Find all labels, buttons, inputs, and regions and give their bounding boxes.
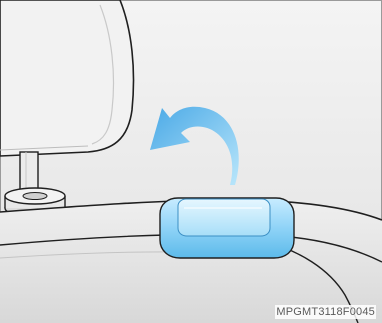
fold-release-button xyxy=(160,198,294,258)
figure-code-label: MPGMT3118F0045 xyxy=(275,305,376,319)
headrest xyxy=(0,0,134,156)
